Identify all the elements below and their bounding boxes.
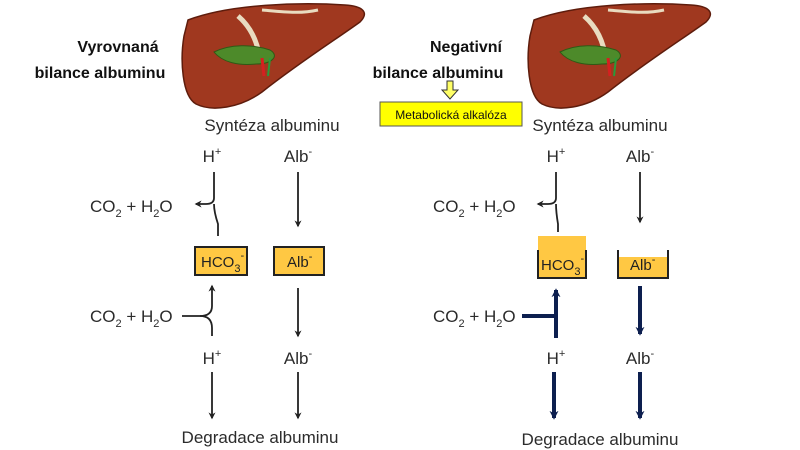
right-h-to-co2-arrow xyxy=(536,172,557,208)
alkalosis-badge xyxy=(379,101,523,127)
left-co2-fork xyxy=(182,284,216,317)
right-title-line2: bilance albuminu xyxy=(373,65,504,82)
left-alb-box xyxy=(273,246,325,276)
right-hco3-overflow-fill xyxy=(538,236,586,278)
liver-icon xyxy=(527,3,712,109)
right-h-top: H+ xyxy=(547,146,566,166)
right-hco3-label: HCO3- xyxy=(541,253,584,278)
right-alb-top: Alb- xyxy=(626,146,655,166)
right-panel: Negativní bilance albuminu Metabolická a… xyxy=(373,3,712,449)
left-title-line1: Vyrovnaná xyxy=(77,39,158,56)
right-co2-h2o-top: CO2 + H2O xyxy=(433,197,516,220)
left-hco3-box xyxy=(194,246,248,276)
right-degradation-label: Degradace albuminu xyxy=(522,430,679,449)
liver-icon xyxy=(181,3,366,109)
right-hco3-box xyxy=(537,250,587,279)
down-arrow-icon xyxy=(440,80,460,100)
left-degradation-label: Degradace albuminu xyxy=(182,428,339,447)
right-synthesis-label: Syntéza albuminu xyxy=(532,116,667,135)
right-h-bottom: H+ xyxy=(547,348,566,368)
right-alb-bottom: Alb- xyxy=(626,348,655,368)
left-alb-bottom: Alb- xyxy=(284,348,313,368)
right-alb-fill xyxy=(618,257,668,278)
left-co2-h2o-bottom: CO2 + H2O xyxy=(90,307,173,330)
right-alb-box xyxy=(617,250,669,279)
left-h-bottom: H+ xyxy=(203,348,222,368)
right-alb-box-label: Alb- xyxy=(630,254,656,274)
left-co2-h2o-top: CO2 + H2O xyxy=(90,197,173,220)
left-title-line2: bilance albuminu xyxy=(35,65,166,82)
left-h-top: H+ xyxy=(203,146,222,166)
right-title-line1: Negativní xyxy=(430,39,503,56)
left-alb-top: Alb- xyxy=(284,146,313,166)
right-co2-h2o-bottom: CO2 + H2O xyxy=(433,307,516,330)
left-alb-box-label: Alb- xyxy=(287,251,313,271)
left-h-to-co2-arrow xyxy=(194,172,215,208)
left-panel: Vyrovnaná bilance albuminu Syntéza album… xyxy=(35,3,366,447)
left-synthesis-label: Syntéza albuminu xyxy=(204,116,339,135)
left-hco3-label: HCO3- xyxy=(201,250,244,275)
alkalosis-label: Metabolická alkalóza xyxy=(395,108,507,122)
